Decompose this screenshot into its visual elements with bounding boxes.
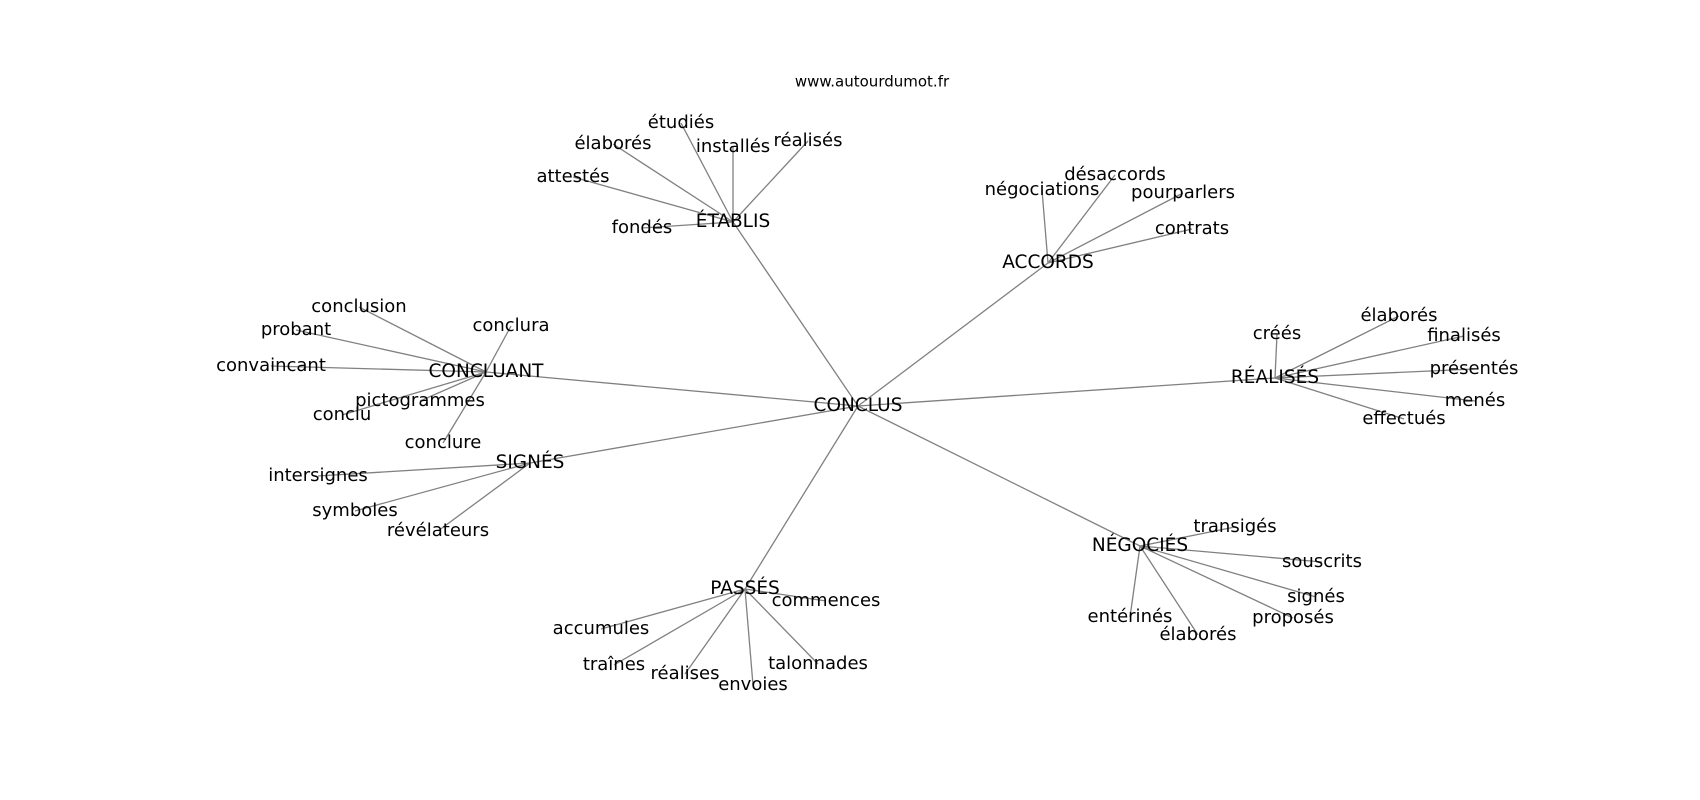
edge-passes-child [744, 588, 819, 665]
edge-etablis-child [612, 143, 734, 223]
leaf-node-label: finalisés [1427, 325, 1501, 346]
edge-center-accords [857, 262, 1049, 407]
leaf-node-label: élaborés [1360, 305, 1437, 326]
edge-concluant-child [419, 371, 487, 402]
leaf-node-label: pourparlers [1131, 182, 1235, 203]
edge-passes-child [744, 588, 827, 602]
edge-negocies-child [1139, 545, 1317, 598]
leaf-node-label: présentés [1430, 358, 1519, 379]
leaf-node-label: élaborés [1159, 624, 1236, 645]
hub-node-passes: PASSÉS [710, 577, 780, 599]
leaf-node-label: attestés [536, 166, 609, 187]
hub-node-negocies: NÉGOCIÉS [1092, 534, 1188, 556]
edge-realises-child [1274, 377, 1405, 420]
edge-etablis-child [641, 221, 734, 229]
edge-concluant-child [358, 306, 487, 373]
leaf-node-label: conclu [313, 404, 372, 425]
edge-negocies-child [1139, 526, 1236, 547]
leaf-node-label: accumules [553, 618, 650, 639]
leaf-node-label: révélateurs [387, 520, 489, 541]
graph-edges [270, 122, 1476, 686]
edge-realises-child [1274, 315, 1400, 379]
leaf-node-label: effectués [1362, 408, 1445, 429]
edge-etablis-child [732, 140, 809, 223]
hub-node-accords: ACCORDS [1002, 252, 1094, 273]
source-credit: www.autourdumot.fr [795, 73, 950, 91]
edge-passes-child [744, 588, 754, 686]
edge-realises-child [1274, 377, 1476, 402]
leaf-node-label: envoies [718, 674, 788, 695]
leaf-node-label: réalisés [774, 130, 843, 151]
edge-center-passes [744, 405, 859, 590]
leaf-node-label: symboles [312, 500, 397, 521]
edge-accords-child [1047, 192, 1184, 264]
center-node-label: CONCLUS [814, 395, 903, 416]
leaf-node-label: entérinés [1088, 606, 1173, 627]
edge-realises-child [1274, 335, 1465, 379]
leaf-node-label: fondés [612, 217, 673, 238]
edge-signes-child [354, 462, 531, 512]
edge-center-signes [529, 405, 859, 464]
edge-negocies-child [1139, 545, 1323, 563]
edge-passes-child [600, 588, 746, 630]
leaf-node-label: talonnades [768, 653, 868, 674]
edge-concluant-child [295, 329, 487, 373]
edge-negocies-child [1129, 545, 1141, 618]
edge-concluant-child [270, 365, 487, 373]
leaf-node-label: désaccords [1064, 164, 1166, 185]
edge-concluant-child [341, 371, 487, 416]
leaf-node-label: réalises [651, 663, 720, 684]
edge-center-realises [857, 377, 1276, 407]
edge-negocies-child [1139, 545, 1199, 636]
leaf-node-label: souscrits [1282, 551, 1362, 572]
edge-passes-child [684, 588, 746, 675]
hub-node-signes: SIGNÉS [496, 451, 565, 473]
hub-node-etablis: ÉTABLIS [696, 210, 770, 232]
edge-concluant-child [442, 371, 487, 444]
leaf-node-label: commences [772, 590, 881, 611]
edge-realises-child [1274, 368, 1475, 379]
edge-etablis-child [680, 122, 734, 223]
edge-concluant-child [485, 325, 512, 373]
edge-realises-child [1274, 333, 1278, 379]
edge-accords-child [1041, 189, 1049, 264]
leaf-node-label: contrats [1155, 218, 1229, 239]
leaf-node-label: signés [1287, 586, 1345, 607]
edge-etablis-child [572, 176, 734, 223]
leaf-node-label: probant [261, 319, 331, 340]
leaf-node-label: menés [1445, 390, 1505, 411]
leaf-node-label: conclura [472, 315, 549, 336]
leaf-node-label: pictogrammes [355, 390, 485, 411]
edge-center-concluant [485, 371, 859, 407]
leaf-node-label: intersignes [268, 465, 368, 486]
edge-center-etablis [732, 221, 859, 407]
edge-accords-child [1047, 228, 1193, 264]
leaf-node-label: créés [1253, 323, 1301, 344]
edge-accords-child [1047, 174, 1116, 264]
edge-negocies-child [1139, 545, 1294, 619]
hub-node-concluant: CONCLUANT [429, 361, 545, 382]
leaf-node-label: traînes [583, 654, 645, 675]
leaf-node-label: convaincant [216, 355, 326, 376]
edge-center-negocies [857, 405, 1141, 547]
graph-labels: www.autourdumot.fr CONCLUS ÉTABLIS attesté… [216, 73, 1518, 696]
leaf-node-label: proposés [1252, 607, 1334, 628]
leaf-node-label: conclure [405, 432, 482, 453]
edge-signes-child [437, 462, 531, 532]
edge-passes-child [613, 588, 746, 666]
leaf-node-label: conclusion [311, 296, 406, 317]
leaf-node-label: étudiés [648, 112, 714, 133]
leaf-node-label: installés [696, 136, 770, 157]
leaf-node-label: transigés [1193, 516, 1276, 537]
leaf-node-label: élaborés [574, 133, 651, 154]
hub-node-realises: RÉALISÉS [1231, 366, 1319, 388]
leaf-node-label: négociations [985, 179, 1100, 200]
edge-signes-child [317, 462, 531, 477]
